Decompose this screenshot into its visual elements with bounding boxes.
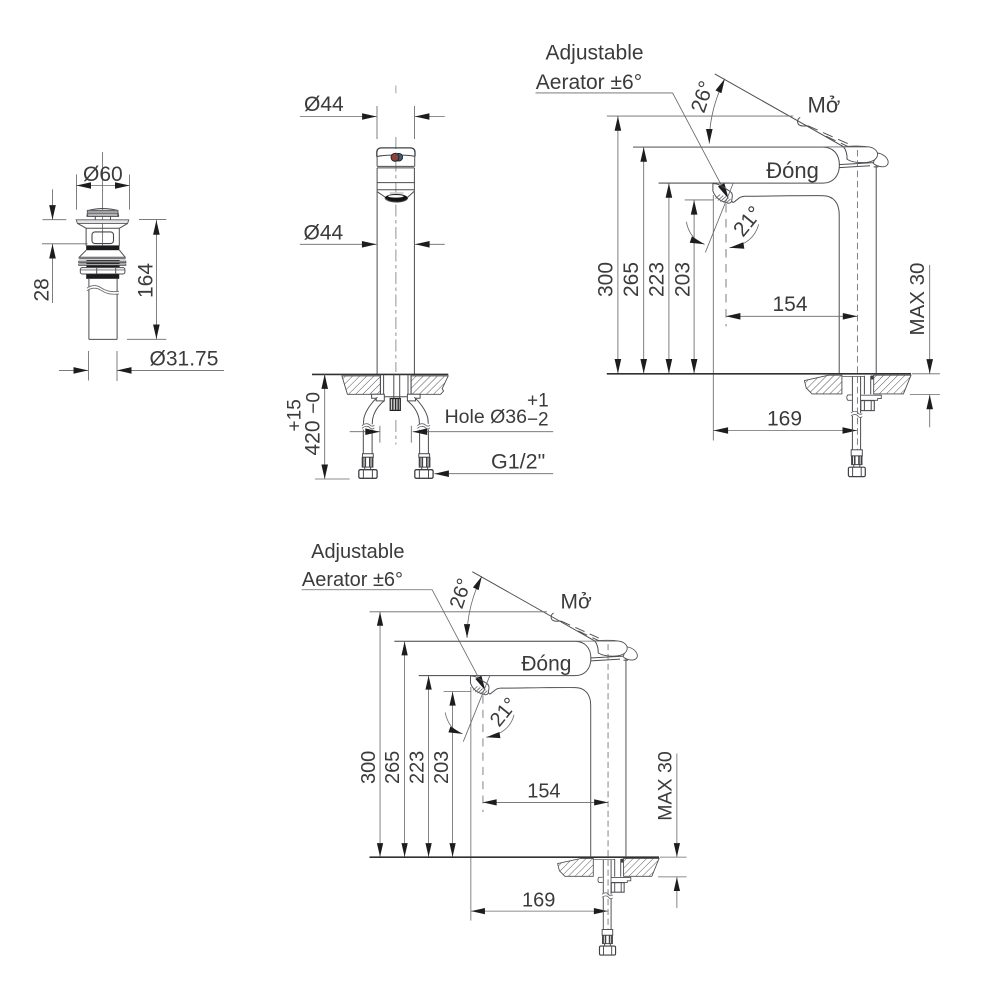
- svg-text:265: 265: [620, 262, 643, 297]
- svg-text:300: 300: [595, 262, 618, 297]
- svg-text:Adjustable: Adjustable: [546, 42, 644, 65]
- svg-text:Ø31.75: Ø31.75: [150, 348, 219, 371]
- svg-text:223: 223: [646, 262, 669, 297]
- svg-text:Đóng: Đóng: [766, 158, 819, 183]
- svg-text:164: 164: [135, 263, 158, 298]
- svg-text:Ø44: Ø44: [304, 93, 344, 116]
- svg-text:28: 28: [31, 278, 54, 301]
- svg-text:Aerator ±6°: Aerator ±6°: [536, 71, 642, 94]
- svg-text:G1/2": G1/2": [491, 450, 545, 474]
- svg-text:Ø44: Ø44: [304, 222, 344, 245]
- svg-text:Ø60: Ø60: [83, 163, 123, 186]
- svg-text:154: 154: [773, 293, 808, 316]
- svg-text:MAX 30: MAX 30: [906, 263, 929, 336]
- svg-text:169: 169: [767, 408, 802, 431]
- svg-text:Mở: Mở: [808, 92, 841, 117]
- svg-text:203: 203: [672, 262, 695, 297]
